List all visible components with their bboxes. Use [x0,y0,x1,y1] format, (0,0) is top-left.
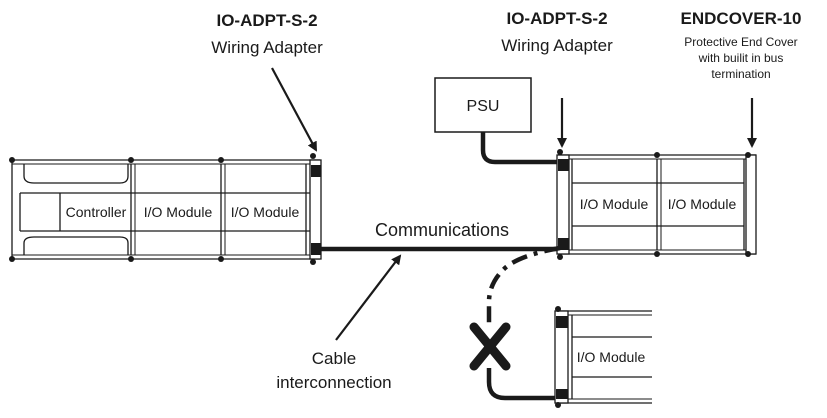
psu: PSU [434,77,560,165]
adapter-right-title: IO-ADPT-S-2 [506,9,607,28]
cable-callout: Cable interconnection [276,254,402,392]
end-cover [745,154,757,255]
disconnect-x-icon [469,322,511,371]
adapter-left-arrow [271,67,317,152]
adapter-left-subtitle: Wiring Adapter [211,38,323,57]
lower-assembly: I/O Module [554,306,652,408]
lower-module-label: I/O Module [577,349,646,365]
lower-cable [486,368,558,401]
cable-arrow [335,254,402,341]
left-module-1-label: I/O Module [144,204,213,220]
adapter-right-subtitle: Wiring Adapter [501,36,613,55]
right-module-2-label: I/O Module [668,196,737,212]
controller-label: Controller [66,204,127,220]
left-module-2-label: I/O Module [231,204,300,220]
endcover-line1: Protective End Cover [684,35,797,49]
endcover-title: ENDCOVER-10 [681,9,802,28]
cable-label-line2: interconnection [276,373,391,392]
communications-link: Communications [321,220,560,252]
dashed-cable [486,245,561,325]
right-module-1-label: I/O Module [580,196,649,212]
endcover-callout: ENDCOVER-10 Protective End Cover with bu… [681,9,802,148]
adapter-left-title: IO-ADPT-S-2 [216,11,317,30]
left-assembly: Controller I/O Module I/O Module [9,153,322,265]
endcover-line3: termination [711,67,770,81]
optional-cable [469,245,561,401]
communications-label: Communications [375,220,509,240]
right-assembly: I/O Module I/O Module [556,149,757,260]
cable-label-line1: Cable [312,349,356,368]
adapter-right-callout: IO-ADPT-S-2 Wiring Adapter [501,9,613,148]
psu-label: PSU [467,98,500,115]
endcover-line2: with builit in bus [698,51,784,65]
adapter-left-callout: IO-ADPT-S-2 Wiring Adapter [211,11,323,152]
psu-cable [480,132,560,165]
psu-box [434,77,532,133]
